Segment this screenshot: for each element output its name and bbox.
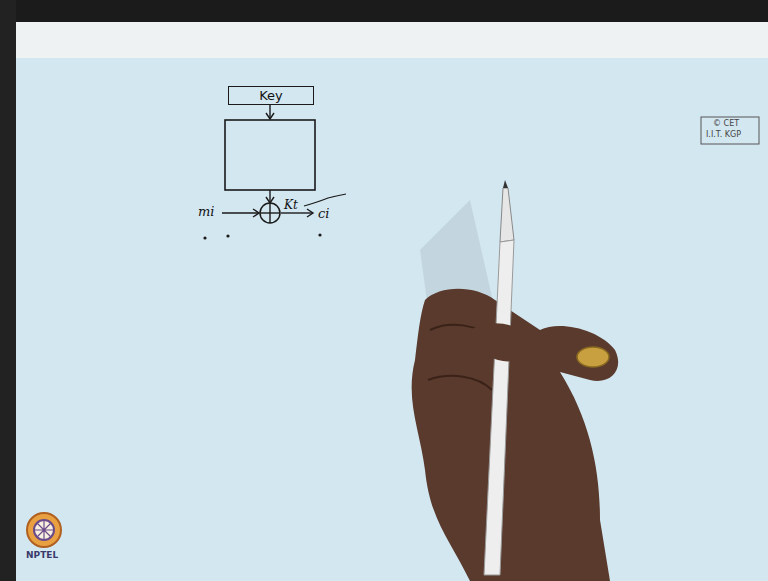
watermark: I.I.T. KGP [706, 130, 741, 139]
paper [16, 58, 768, 581]
dot [226, 234, 229, 237]
process-box: Key [228, 86, 314, 105]
hand [412, 289, 619, 581]
pointer-scribble [304, 194, 346, 206]
dot [318, 233, 321, 236]
logo-emblem [27, 513, 61, 547]
signal-name: ci [318, 206, 329, 221]
box-title: Key [259, 88, 283, 103]
xor-symbol [260, 203, 280, 223]
arrow-line [269, 190, 270, 202]
frame-band [0, 22, 768, 58]
arrow-line [281, 212, 313, 213]
logo-emblem [34, 520, 54, 540]
pen [484, 240, 514, 575]
signal-name: mi [198, 204, 215, 219]
arrow-head [266, 113, 274, 119]
logo-emblem [34, 520, 54, 540]
arrow-line [222, 212, 259, 213]
xor-symbol [269, 203, 270, 223]
frame-band [0, 0, 768, 22]
hand [470, 323, 529, 361]
hand [428, 376, 492, 390]
pen [500, 188, 514, 242]
arrow-head [266, 197, 274, 203]
ring [577, 347, 609, 367]
watermark-box [701, 117, 759, 144]
dot [203, 236, 206, 239]
watermark: © CET [713, 119, 739, 128]
frame-edge [0, 0, 16, 581]
pen-tip [503, 180, 508, 188]
logo-text: NPTEL [26, 550, 58, 560]
arrow-head [307, 209, 313, 217]
signal-name: Kt [284, 198, 298, 212]
generator-box [225, 120, 315, 190]
arrow-line [269, 105, 270, 118]
arrow-head [253, 209, 259, 217]
